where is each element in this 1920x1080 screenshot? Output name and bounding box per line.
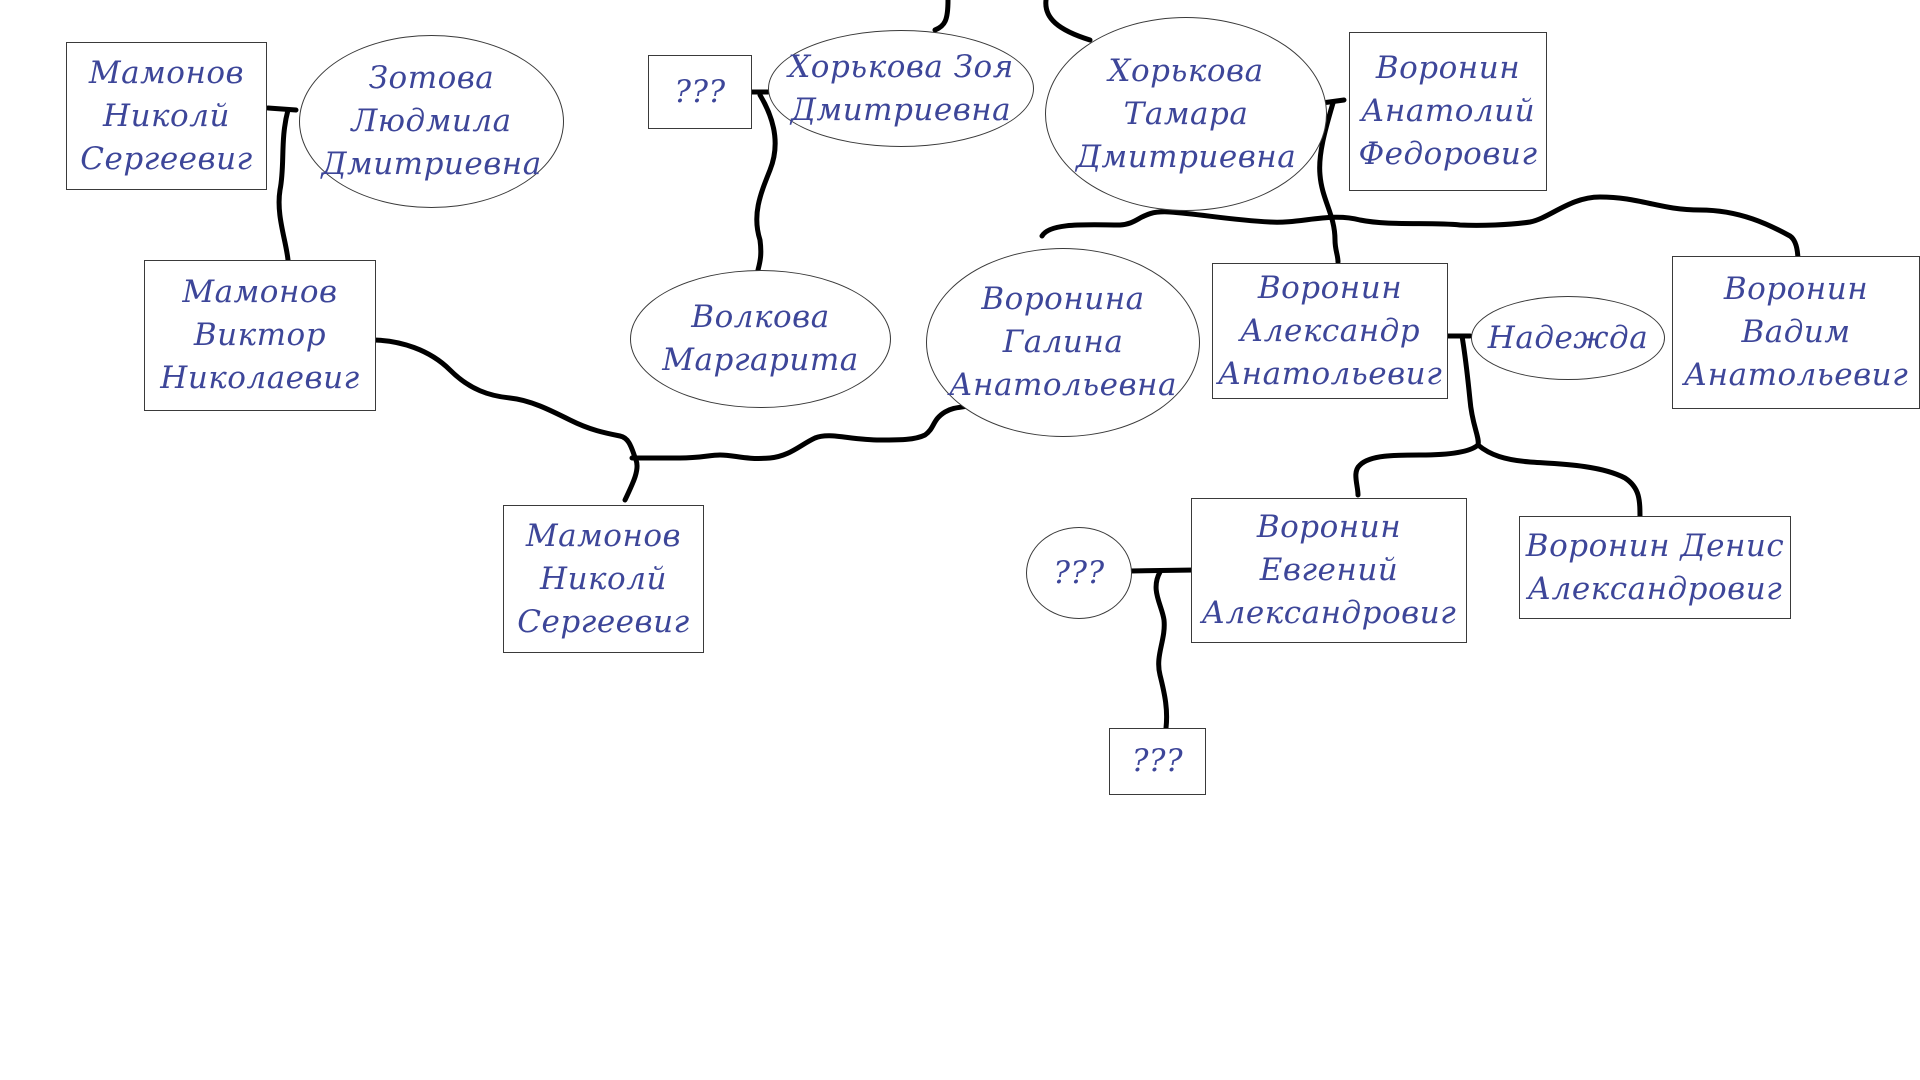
person-box-unknown-top: ???: [648, 55, 752, 129]
connector-children-bar: [1039, 194, 1801, 265]
connector-mamonov-to-viktor: [276, 107, 291, 263]
connector-mamonov-zotova: [265, 105, 299, 113]
person-name: Надежда: [1487, 319, 1649, 356]
connector-alexandr-to-denis: [1475, 442, 1643, 523]
person-box-voronin-evgeny: Воронин Евгений Александровиг: [1191, 498, 1467, 643]
person-name: Воронин Анатолий Федоровиг: [1358, 50, 1538, 172]
connector-alexandr-to-children: [1353, 333, 1481, 498]
connector-tamara-to-alexandr: [1317, 100, 1341, 265]
connector-galina-to-nikolai: [629, 402, 973, 461]
connector-top-stub-left: [932, 0, 951, 33]
person-name: Воронин Евгений Александровиг: [1201, 509, 1457, 631]
person-name: Воронина Галина Анатольевна: [949, 281, 1177, 403]
person-ellipse-unknown-spouse: ???: [1026, 527, 1132, 619]
person-box-mamonov-nikolai-sr: Мамонов Николй Сергеевиг: [66, 42, 267, 190]
person-box-voronin-alexandr: Воронин Александр Анатольевиг: [1212, 263, 1448, 399]
person-name: Зотова Людмила Дмитриевна: [321, 60, 542, 182]
person-box-voronin-anatoly: Воронин Анатолий Федоровиг: [1349, 32, 1547, 191]
person-ellipse-volkova: Волкова Маргарита: [630, 270, 891, 408]
connector-unknown-to-volkova: [754, 92, 778, 273]
person-name: Мамонов Николй Сергеевиг: [517, 517, 690, 640]
person-box-unknown-child: ???: [1109, 728, 1206, 795]
person-ellipse-khorkova-tamara: Хорькова Тамара Дмитриевна: [1045, 17, 1327, 211]
person-box-mamonov-viktor: Мамонов Виктор Николаевиг: [144, 260, 376, 411]
connector-unknown-evgeny: [1127, 567, 1198, 574]
connector-top-stub-right: [1043, 0, 1093, 43]
person-name: Волкова Маргарита: [662, 299, 859, 378]
person-name: ???: [674, 73, 726, 110]
person-ellipse-khorkova-zoya: Хорькова Зоя Дмитриевна: [768, 30, 1034, 147]
connector-viktor-to-nikolai: [369, 337, 640, 503]
person-box-voronin-denis: Воронин Денис Александровиг: [1519, 516, 1791, 619]
person-name: Мамонов Виктор Николаевиг: [160, 274, 360, 396]
connector-unknown-to-child: [1153, 569, 1170, 731]
person-name: Хорькова Тамара Дмитриевна: [1075, 52, 1297, 175]
person-ellipse-voronina-galina: Воронина Галина Анатольевна: [926, 248, 1200, 437]
person-name: ???: [1053, 554, 1105, 591]
person-box-mamonov-nikolai-jr: Мамонов Николй Сергеевиг: [503, 505, 704, 653]
person-name: Воронин Денис Александровиг: [1525, 527, 1785, 607]
person-box-voronin-vadim: Воронин Вадим Анатольевиг: [1672, 256, 1920, 409]
person-name: Мамонов Николй Сергеевиг: [80, 54, 253, 177]
person-ellipse-zotova: Зотова Людмила Дмитриевна: [299, 35, 564, 208]
person-ellipse-nadezhda: Надежда: [1471, 296, 1665, 380]
person-name: Воронин Александр Анатольевиг: [1217, 269, 1443, 392]
person-name: Хорькова Зоя Дмитриевна: [788, 48, 1014, 128]
person-name: ???: [1131, 743, 1184, 779]
person-name: Воронин Вадим Анатольевиг: [1683, 271, 1909, 393]
